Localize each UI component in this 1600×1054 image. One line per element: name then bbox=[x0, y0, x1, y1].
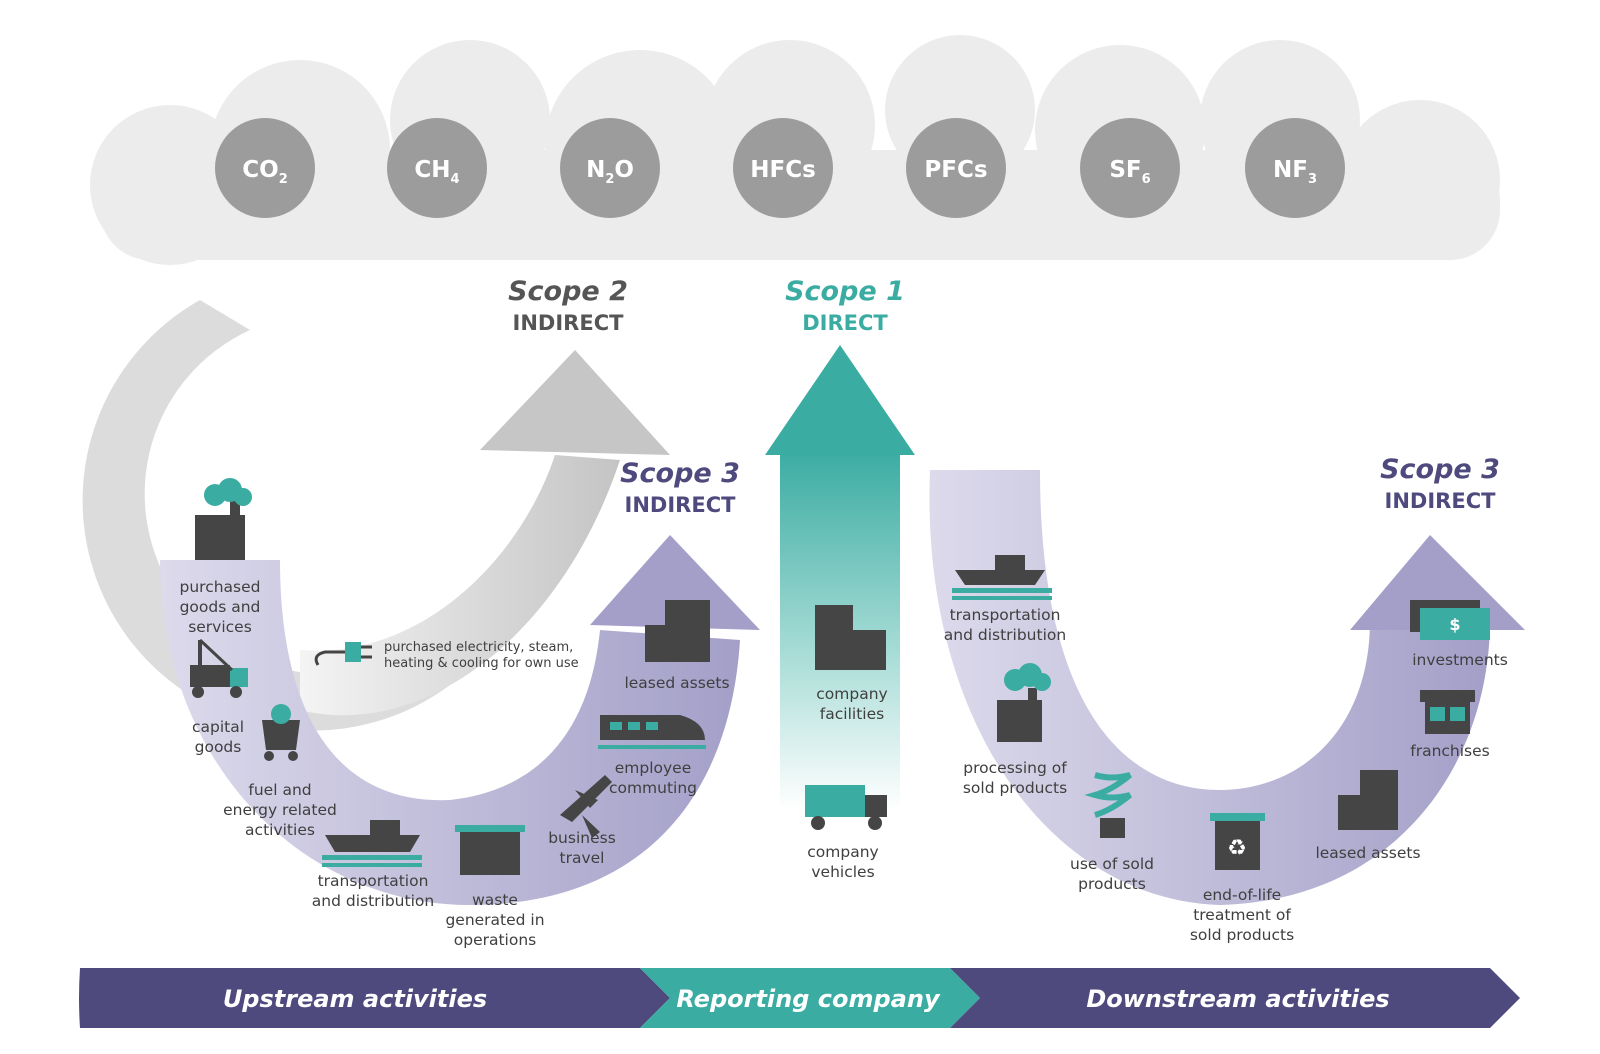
scope1-heading: Scope 1 DIRECT bbox=[785, 276, 905, 335]
ship-icon-downstream bbox=[952, 555, 1052, 600]
gas-label: HFCs bbox=[750, 157, 816, 183]
scope3-downstream-heading: Scope 3 INDIRECT bbox=[1380, 454, 1500, 513]
gas-circle: CH4 bbox=[387, 118, 487, 218]
banner-upstream-segment bbox=[79, 968, 670, 1028]
crane-truck-icon bbox=[190, 638, 248, 698]
scope2-arrow bbox=[82, 300, 670, 731]
scope1-arrow bbox=[765, 345, 915, 810]
gas-circle: NF3 bbox=[1245, 118, 1345, 218]
scope1-title: Scope 1 bbox=[785, 276, 905, 307]
truck-icon bbox=[805, 785, 887, 830]
activity-banner: Upstream activities Reporting company Do… bbox=[79, 968, 1520, 1028]
airplane-icon bbox=[560, 775, 612, 838]
gas-label: CO2 bbox=[242, 157, 287, 187]
scope3-upstream-heading: Scope 3 INDIRECT bbox=[620, 458, 740, 517]
banner-upstream-label: Upstream activities bbox=[223, 985, 487, 1013]
gas-label: CH4 bbox=[414, 157, 459, 187]
building-icon-facilities bbox=[815, 605, 886, 670]
factory-icon-processing bbox=[997, 663, 1051, 742]
banner-reporting-label: Reporting company bbox=[676, 985, 941, 1013]
scope3-downstream-title: Scope 3 bbox=[1380, 454, 1500, 485]
gas-label: PFCs bbox=[924, 157, 987, 183]
scope3-upstream-arrow bbox=[160, 535, 760, 905]
gas-label: N2O bbox=[586, 157, 634, 187]
label-leased-assets-downstream: leased assets bbox=[1315, 844, 1420, 862]
mine-cart-icon bbox=[262, 704, 300, 761]
banner-reporting-segment bbox=[640, 968, 980, 1028]
money-icon: $ bbox=[1410, 600, 1490, 640]
factory-icon bbox=[195, 478, 252, 560]
building-icon-upstream bbox=[645, 600, 710, 662]
gas-circle: SF6 bbox=[1080, 118, 1180, 218]
plug-icon bbox=[314, 642, 372, 666]
scope2-title: Scope 2 bbox=[508, 276, 628, 307]
svg-text:$: $ bbox=[1449, 615, 1460, 634]
recycling-bin-icon: ♻ bbox=[1210, 813, 1265, 870]
gas-circle: PFCs bbox=[906, 118, 1006, 218]
banner-downstream-label: Downstream activities bbox=[1086, 985, 1389, 1013]
scope1-subtitle: DIRECT bbox=[802, 311, 888, 335]
scope2-subtitle: INDIRECT bbox=[513, 311, 625, 335]
gas-label: NF3 bbox=[1273, 157, 1317, 187]
train-icon bbox=[598, 715, 706, 749]
gas-circle: CO2 bbox=[215, 118, 315, 218]
label-investments: investments bbox=[1412, 651, 1508, 669]
gas-circle: HFCs bbox=[733, 118, 833, 218]
label-purchased-electricity: purchased electricity, steam,heating & c… bbox=[384, 640, 579, 671]
scope3-upstream-title: Scope 3 bbox=[620, 458, 740, 489]
storefront-icon bbox=[1420, 690, 1475, 734]
scope3-downstream-subtitle: INDIRECT bbox=[1385, 489, 1497, 513]
lightbulb-icon bbox=[1084, 772, 1132, 838]
banner-downstream-segment bbox=[950, 968, 1520, 1028]
gas-circle: N2O bbox=[560, 118, 660, 218]
gas-circles: CO2 CH4 N2O HFCs PFCs SF6 NF3 bbox=[215, 118, 1345, 218]
scope3-upstream-subtitle: INDIRECT bbox=[625, 493, 737, 517]
ship-icon-upstream bbox=[322, 820, 422, 867]
svg-text:♻: ♻ bbox=[1227, 836, 1247, 861]
label-leased-assets-upstream: leased assets bbox=[624, 674, 729, 692]
gas-label: SF6 bbox=[1109, 157, 1150, 187]
label-franchises: franchises bbox=[1410, 742, 1490, 760]
building-icon-downstream bbox=[1338, 770, 1398, 830]
dumpster-icon bbox=[455, 825, 525, 875]
scope2-heading: Scope 2 INDIRECT bbox=[508, 276, 628, 335]
